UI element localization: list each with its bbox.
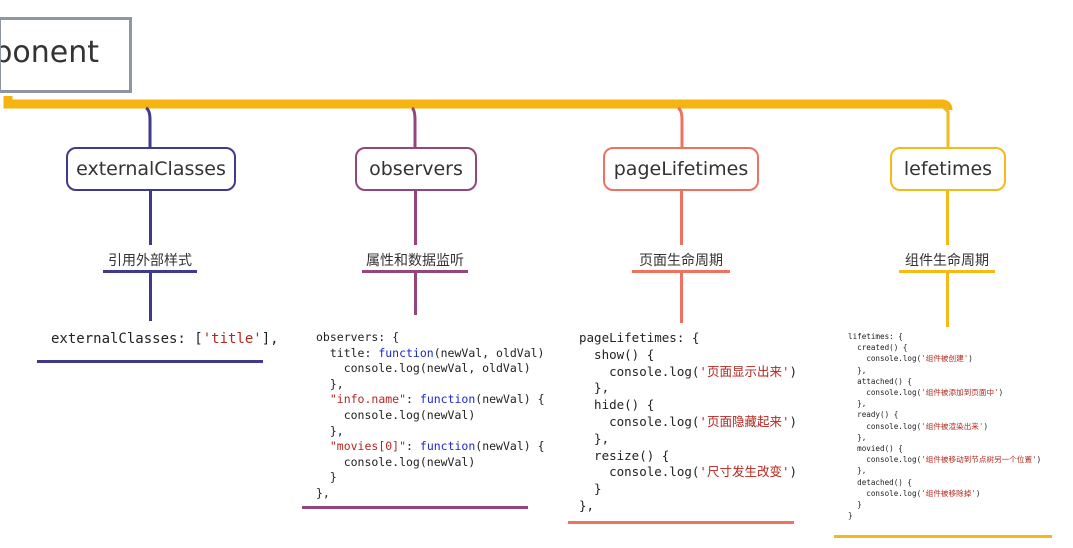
code-snippet: observers: { title: function(newVal, old… [316, 330, 545, 502]
code-line: created() { [848, 343, 908, 353]
trunk-line [3, 96, 953, 111]
code-line: }, [316, 423, 344, 438]
code-underline [37, 360, 263, 363]
code-line: "movies[0]": function(newVal) { [329, 439, 545, 454]
subtopic-underline [103, 270, 197, 273]
code-line: }, [848, 466, 867, 476]
branch-line [946, 273, 949, 327]
code-line: pageLifetimes: { [579, 330, 700, 345]
code-snippet: externalClasses: ['title'], [51, 331, 279, 347]
code-line: console.log('组件被移动到节点树另一个位置') [848, 455, 1042, 465]
topic-lefetimes[interactable]: lefetimes [890, 147, 1006, 191]
code-line: detached() { [848, 477, 913, 487]
topic-label: pageLifetimes [613, 158, 749, 180]
code-underline [834, 535, 1052, 538]
code-line: show() { [579, 346, 655, 362]
code-line: ready() { [848, 410, 899, 420]
topic-externalClasses[interactable]: externalClasses [66, 147, 236, 191]
code-line: observers: { [316, 330, 400, 344]
root-node[interactable]: ponent [0, 17, 132, 93]
code-line: } [848, 500, 862, 510]
code-line: console.log(newVal) [316, 407, 476, 422]
code-line: } [316, 470, 337, 485]
code-line: } [848, 511, 853, 521]
code-line: }, [316, 485, 330, 500]
code-line: "info.name": function(newVal) { [329, 392, 545, 407]
code-line: }, [579, 380, 610, 396]
code-line: }, [848, 399, 867, 409]
topic-label: observers [369, 158, 463, 180]
subtopic-underline [899, 270, 995, 273]
branch-line [149, 273, 152, 321]
subtopic-underline [632, 270, 730, 273]
branch-connector-externalClasses [145, 106, 152, 148]
code-snippet: lifetimes: { created() { console.log('组件… [848, 331, 1041, 521]
branch-line [149, 191, 152, 245]
code-line: console.log('组件被添加到页面中') [848, 388, 1004, 398]
code-line: console.log('页面显示出来') [579, 363, 798, 379]
topic-pageLifetimes[interactable]: pageLifetimes [603, 147, 759, 191]
branch-line [680, 191, 683, 245]
code-line: }, [579, 497, 595, 513]
code-underline [302, 506, 528, 509]
topic-label: externalClasses [76, 158, 226, 180]
code-line: }, [316, 376, 344, 391]
code-line: console.log('组件被创建') [848, 354, 973, 364]
code-snippet: pageLifetimes: { show() { console.log('页… [579, 330, 797, 515]
subtopic-underline [362, 270, 468, 273]
code-line: title: function(newVal, oldVal) [316, 345, 545, 360]
branch-line [946, 191, 949, 245]
code-line: lifetimes: { [848, 332, 903, 341]
code-line: console.log(newVal) [316, 454, 476, 469]
code-line: console.log('组件被渲染出来') [848, 421, 989, 431]
code-line: console.log('页面隐藏起来') [579, 413, 798, 429]
subtopic-label: 引用外部样式 [108, 253, 192, 269]
subtopic-label: 组件生命周期 [905, 253, 989, 269]
branch-connector-lefetimes [943, 107, 950, 148]
code-line: console.log('尺寸发生改变') [579, 464, 798, 480]
code-line: }, [848, 432, 867, 442]
topic-observers[interactable]: observers [355, 147, 477, 191]
branch-line [680, 273, 683, 323]
branch-connector-pageLifetimes [677, 106, 684, 148]
code-line: resize() { [579, 447, 670, 463]
code-line: } [579, 481, 602, 497]
code-line: hide() { [579, 397, 655, 413]
subtopic-label: 属性和数据监听 [366, 253, 464, 269]
code-line: movied() { [848, 444, 903, 454]
topic-label: lefetimes [903, 158, 993, 180]
code-line: }, [848, 365, 867, 375]
branch-line [414, 273, 417, 315]
code-line: console.log(newVal, oldVal) [316, 361, 531, 376]
branch-line [414, 191, 417, 245]
code-line: console.log('组件被移除掉') [848, 488, 981, 498]
code-line: attached() { [848, 376, 913, 386]
code-line: }, [579, 430, 610, 446]
subtopic-label: 页面生命周期 [639, 253, 723, 269]
code-underline [568, 521, 794, 524]
branch-connector-observers [411, 106, 417, 148]
root-node-label: ponent [0, 35, 99, 70]
